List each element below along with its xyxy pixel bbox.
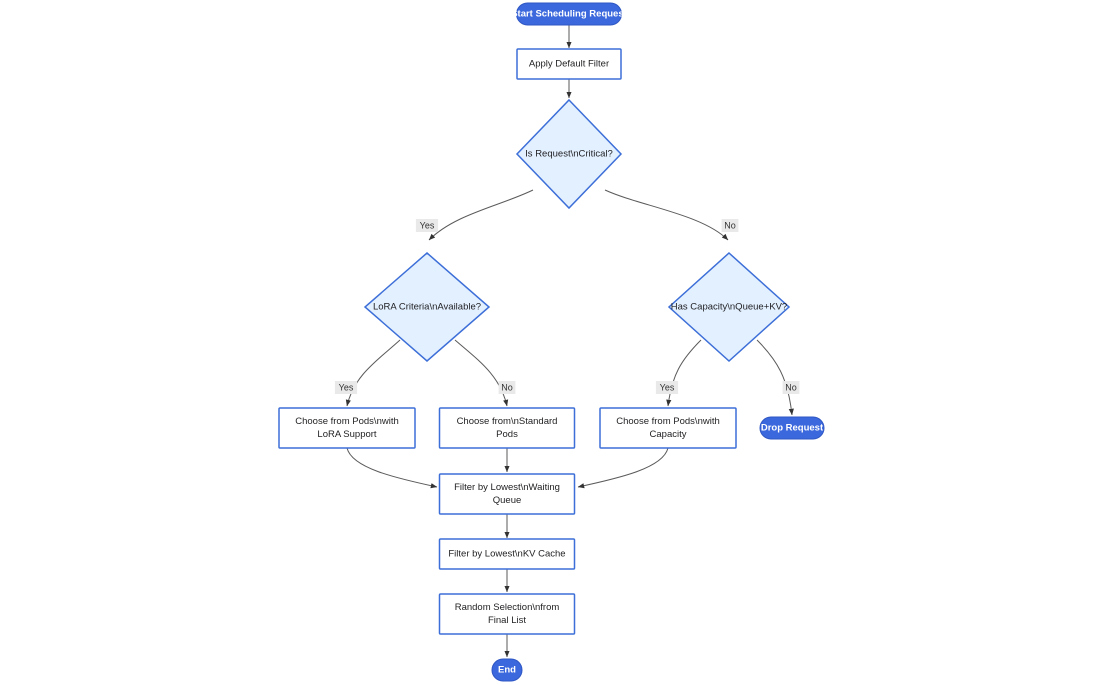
- node-label: Choose from Pods\nwith: [616, 416, 720, 427]
- process-rect: [438, 538, 576, 570]
- node-label: Capacity: [650, 429, 687, 440]
- node-label: LoRA Support: [317, 429, 377, 440]
- node-label: Apply Default Filter: [529, 59, 609, 70]
- flow-node-start[interactable]: Start Scheduling Request: [511, 2, 628, 26]
- edge-label-e3: Yes: [415, 219, 439, 232]
- edge-label-text: No: [501, 382, 513, 392]
- flow-edge: [756, 339, 794, 416]
- node-label: Filter by Lowest\nKV Cache: [448, 549, 565, 560]
- edge-label-background: [782, 381, 800, 394]
- node-label: LoRA Criteria\nAvailable?: [373, 302, 481, 313]
- process-rect: [438, 473, 576, 515]
- edge-label-e8: No: [782, 381, 800, 394]
- flow-edge: [454, 339, 509, 407]
- flow-edge: [604, 189, 729, 241]
- node-label: Random Selection\nfrom: [455, 602, 560, 613]
- process-rect: [599, 407, 737, 449]
- process-rect: [516, 48, 622, 80]
- node-label: Pods: [496, 429, 518, 440]
- node-label: Filter by Lowest\nWaiting: [454, 482, 560, 493]
- flow-node-apply_default_filter[interactable]: Apply Default Filter: [516, 48, 622, 80]
- process-rect: [438, 407, 576, 449]
- node-label: Is Request\nCritical?: [525, 149, 613, 160]
- edge-label-e6: No: [498, 381, 516, 394]
- decision-diamond: [363, 252, 491, 362]
- node-label: Choose from\nStandard: [457, 416, 558, 427]
- edge-label-e4: No: [721, 219, 739, 232]
- edge-label-background: [655, 381, 679, 394]
- edge-label-text: No: [724, 220, 736, 230]
- node-label: Queue: [493, 495, 522, 506]
- terminal-pill: [516, 2, 622, 26]
- edge-label-background: [415, 219, 439, 232]
- flow-edge: [345, 339, 401, 407]
- flow-node-drop_request[interactable]: Drop Request: [759, 416, 825, 440]
- node-label: Final List: [488, 615, 526, 626]
- node-label: Choose from Pods\nwith: [295, 416, 399, 427]
- decision-diamond: [667, 251, 791, 363]
- edge-label-text: Yes: [660, 382, 675, 392]
- node-label: Start Scheduling Request: [511, 9, 627, 20]
- flow-node-filter_kv_cache[interactable]: Filter by Lowest\nKV Cache: [438, 538, 576, 570]
- flow-node-lora_criteria_available[interactable]: LoRA Criteria\nAvailable?: [363, 252, 491, 362]
- node-label: Has Capacity\nQueue+KV?: [671, 302, 787, 313]
- decision-diamond: [515, 98, 623, 210]
- process-rect: [278, 407, 416, 449]
- flow-node-end[interactable]: End: [491, 658, 523, 682]
- flow-node-has_capacity[interactable]: Has Capacity\nQueue+KV?: [667, 251, 791, 363]
- flow-edge: [428, 189, 534, 241]
- flow-node-is_request_critical[interactable]: Is Request\nCritical?: [515, 98, 623, 210]
- flow-edge: [346, 447, 438, 489]
- edge-label-e7: Yes: [655, 381, 679, 394]
- terminal-pill: [759, 416, 825, 440]
- node-label: Drop Request: [761, 423, 824, 434]
- flow-edge: [577, 447, 669, 489]
- edge-label-background: [334, 381, 358, 394]
- edge-label-e5: Yes: [334, 381, 358, 394]
- edge-label-background: [498, 381, 516, 394]
- edge-label-background: [721, 219, 739, 232]
- edge-label-text: Yes: [420, 220, 435, 230]
- edge-label-text: No: [785, 382, 797, 392]
- edge-label-text: Yes: [339, 382, 354, 392]
- flow-edge: [666, 339, 702, 407]
- process-rect: [438, 593, 576, 635]
- node-label: End: [498, 665, 516, 676]
- terminal-pill: [491, 658, 523, 682]
- edges-layer: [345, 25, 794, 658]
